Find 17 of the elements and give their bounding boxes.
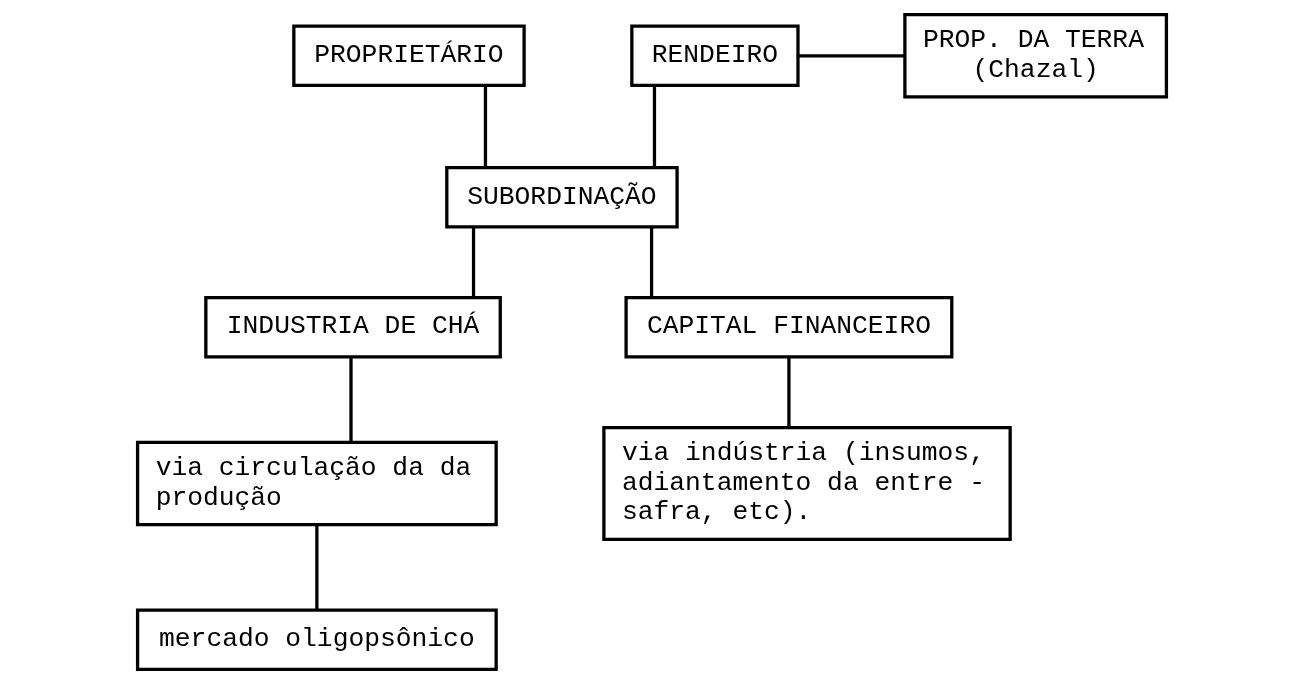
connector <box>652 85 656 168</box>
connector <box>483 85 487 168</box>
node-box: via indústria (insumos, adiantamento da entre - safra, etc). <box>601 425 1012 542</box>
node-box: RENDEIRO <box>629 24 800 88</box>
node-box: via circulação da da produção <box>135 440 498 527</box>
connector <box>797 54 905 58</box>
node-box: mercado oligopsônico <box>135 608 498 671</box>
node-box: PROP. DA TERRA (Chazal) <box>902 13 1168 99</box>
node-box: INDUSTRIA DE CHÁ <box>203 295 502 359</box>
node-box: SUBORDINAÇÃO <box>444 166 679 229</box>
connector <box>348 357 353 443</box>
connector <box>786 357 791 428</box>
node-box: CAPITAL FINANCEIRO <box>623 295 953 359</box>
connector <box>471 227 475 298</box>
connector <box>649 227 653 298</box>
connector <box>314 525 318 611</box>
node-box: PROPRIETÁRIO <box>291 24 526 88</box>
